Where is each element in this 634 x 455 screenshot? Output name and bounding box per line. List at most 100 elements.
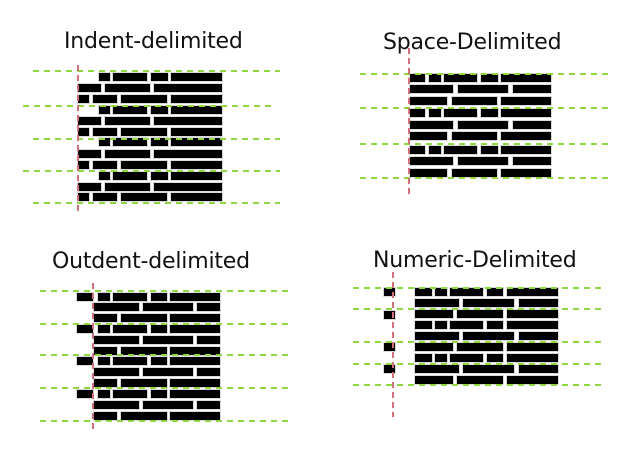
word-bar: [501, 74, 551, 82]
word-bar: [170, 379, 220, 387]
word-bar: [78, 95, 89, 103]
word-bar: [457, 310, 503, 318]
word-bar: [487, 321, 503, 329]
word-bar: [121, 95, 167, 103]
word-bar: [415, 343, 453, 351]
word-bar: [151, 357, 167, 365]
paragraph-guide-line: [360, 107, 610, 109]
word-bar: [429, 109, 441, 117]
word-bar: [435, 288, 447, 296]
word-bar: [463, 332, 514, 340]
word-bar: [143, 336, 193, 344]
word-bar: [170, 314, 220, 322]
paragraph-guide-line: [40, 354, 288, 356]
delimiter-marker: [77, 325, 93, 333]
word-bar: [487, 288, 503, 296]
word-bar: [197, 368, 220, 376]
paragraph-guide-line: [40, 387, 288, 389]
word-bar: [452, 132, 497, 140]
word-bar: [121, 347, 167, 355]
word-bar: [113, 138, 147, 146]
word-bar: [415, 354, 432, 362]
paragraph-guide-line: [353, 363, 605, 365]
word-bar: [78, 84, 101, 92]
word-bar: [121, 128, 167, 136]
word-bar: [94, 303, 139, 311]
word-bar: [113, 357, 147, 365]
word-bar: [98, 325, 110, 333]
word-bar: [429, 146, 441, 154]
word-bar: [507, 376, 558, 384]
word-bar: [197, 303, 220, 311]
word-bar: [105, 183, 150, 191]
word-bar: [507, 354, 558, 362]
word-bar: [429, 74, 441, 82]
paragraph-guide-line: [23, 170, 280, 172]
paragraph-guide-line: [40, 323, 288, 325]
paragraph-guide-line: [40, 420, 288, 422]
word-bar: [98, 390, 110, 398]
word-bar: [501, 132, 551, 140]
word-bar: [105, 84, 150, 92]
word-bar: [143, 368, 193, 376]
word-bar: [151, 73, 168, 81]
word-bar: [501, 97, 551, 105]
margin-guide-line: [92, 283, 94, 432]
word-bar: [151, 106, 168, 114]
word-bar: [481, 74, 498, 82]
word-bar: [415, 332, 459, 340]
word-bar: [450, 354, 483, 362]
word-bar: [171, 172, 222, 180]
word-bar: [151, 293, 167, 301]
word-bar: [410, 146, 425, 154]
word-bar: [105, 150, 150, 158]
margin-guide-line: [392, 272, 394, 417]
word-bar: [410, 85, 453, 93]
word-bar: [463, 365, 514, 373]
word-bar: [171, 95, 222, 103]
word-bar: [113, 172, 147, 180]
word-bar: [415, 299, 459, 307]
word-bar: [94, 314, 117, 322]
paragraph-guide-line: [360, 177, 610, 179]
word-bar: [94, 379, 117, 387]
word-bar: [435, 354, 447, 362]
word-bar: [410, 121, 453, 129]
word-bar: [78, 183, 101, 191]
word-bar: [444, 146, 477, 154]
word-bar: [113, 293, 147, 301]
word-bar: [415, 310, 453, 318]
word-bar: [171, 128, 222, 136]
panel-title: Outdent-delimited: [52, 249, 250, 274]
word-bar: [99, 172, 110, 180]
word-bar: [410, 109, 425, 117]
word-bar: [105, 117, 150, 125]
word-bar: [98, 357, 110, 365]
word-bar: [121, 379, 167, 387]
word-bar: [507, 321, 558, 329]
word-bar: [410, 132, 447, 140]
word-bar: [121, 314, 167, 322]
word-bar: [415, 365, 459, 373]
word-bar: [121, 161, 167, 169]
delimiter-marker: [77, 390, 93, 398]
word-bar: [458, 157, 508, 165]
word-bar: [415, 288, 432, 296]
word-bar: [513, 121, 551, 129]
paragraph-guide-line: [353, 341, 605, 343]
word-bar: [94, 368, 139, 376]
word-bar: [143, 401, 193, 409]
word-bar: [151, 390, 167, 398]
word-bar: [501, 169, 551, 177]
word-bar: [501, 146, 551, 154]
paragraph-guide-line: [353, 287, 605, 289]
word-bar: [450, 321, 483, 329]
word-bar: [170, 390, 220, 398]
word-bar: [452, 169, 497, 177]
word-bar: [121, 193, 167, 201]
word-bar: [78, 161, 89, 169]
word-bar: [99, 138, 110, 146]
word-bar: [151, 325, 167, 333]
panel-title: Numeric-Delimited: [373, 248, 577, 273]
word-bar: [93, 193, 117, 201]
